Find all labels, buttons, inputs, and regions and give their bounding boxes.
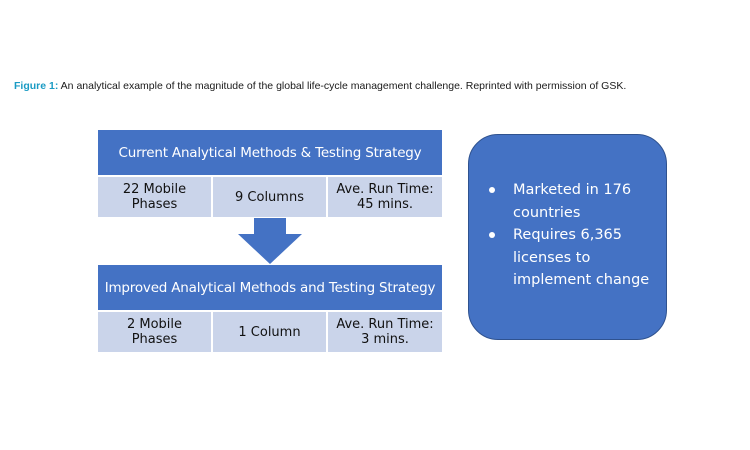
improved-strategy-block: Improved Analytical Methods and Testing … — [98, 265, 442, 352]
current-columns: 9 Columns — [213, 177, 326, 217]
improved-run-time: Ave. Run Time: 3 mins. — [328, 312, 442, 352]
current-mobile-phases: 22 Mobile Phases — [98, 177, 211, 217]
improved-columns: 1 Column — [213, 312, 326, 352]
figure-caption: Figure 1: An analytical example of the m… — [14, 80, 744, 92]
market-info-text: Marketed in 176 countries — [513, 182, 632, 221]
down-arrow-icon — [238, 218, 302, 264]
improved-strategy-title: Improved Analytical Methods and Testing … — [98, 265, 442, 310]
bullet-icon — [489, 187, 495, 193]
current-strategy-row: 22 Mobile Phases 9 Columns Ave. Run Time… — [98, 177, 442, 217]
current-run-time: Ave. Run Time: 45 mins. — [328, 177, 442, 217]
improved-mobile-phases: 2 Mobile Phases — [98, 312, 211, 352]
market-info-text: Requires 6,365 licenses to implement cha… — [513, 227, 650, 288]
figure-label: Figure 1: — [14, 80, 59, 92]
figure-caption-text: An analytical example of the magnitude o… — [58, 80, 627, 92]
market-info-list: Marketed in 176 countries Requires 6,365… — [487, 179, 657, 292]
current-strategy-block: Current Analytical Methods & Testing Str… — [98, 130, 442, 217]
bullet-icon — [489, 232, 495, 238]
market-info-box: Marketed in 176 countries Requires 6,365… — [468, 134, 667, 340]
market-info-item: Requires 6,365 licenses to implement cha… — [487, 224, 657, 292]
current-strategy-title: Current Analytical Methods & Testing Str… — [98, 130, 442, 175]
improved-strategy-row: 2 Mobile Phases 1 Column Ave. Run Time: … — [98, 312, 442, 352]
market-info-item: Marketed in 176 countries — [487, 179, 657, 224]
